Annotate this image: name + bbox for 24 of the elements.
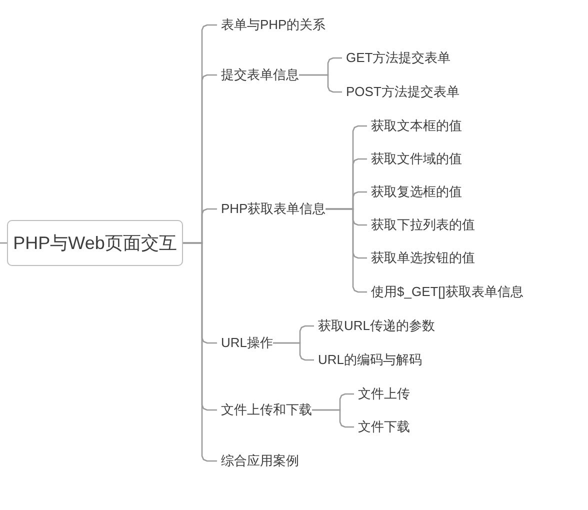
topic-text: POST方法提交表单 <box>346 84 460 100</box>
topic-text: 文件上传 <box>358 386 410 402</box>
topic-text: 获取文件域的值 <box>371 151 462 167</box>
topic-text: 获取复选框的值 <box>371 184 462 200</box>
connector-line <box>312 409 354 428</box>
connector-line <box>299 74 342 93</box>
topic-text: URL操作 <box>221 335 274 351</box>
topic-text: 文件上传和下载 <box>221 402 312 418</box>
connector-line <box>326 208 367 293</box>
topic-text: 获取URL传递的参数 <box>318 318 436 334</box>
connector-line <box>273 342 314 361</box>
topic-text: GET方法提交表单 <box>346 50 451 66</box>
topic-text: 文件下载 <box>358 419 410 435</box>
topic-text: URL的编码与解码 <box>318 352 422 368</box>
topic-text: 使用$_GET[]获取表单信息 <box>371 284 524 300</box>
topic-text: 综合应用案例 <box>221 453 299 469</box>
central-topic: PHP与Web页面交互 <box>7 220 183 266</box>
topic-text: 获取下拉列表的值 <box>371 217 475 233</box>
connector-line <box>183 242 217 462</box>
topic-text: 获取文本框的值 <box>371 118 462 134</box>
topic-text: PHP获取表单信息 <box>221 201 326 217</box>
topic-text: 提交表单信息 <box>221 67 299 83</box>
topic-text: 表单与PHP的关系 <box>221 17 326 33</box>
topic-text: 获取单选按钮的值 <box>371 250 475 266</box>
